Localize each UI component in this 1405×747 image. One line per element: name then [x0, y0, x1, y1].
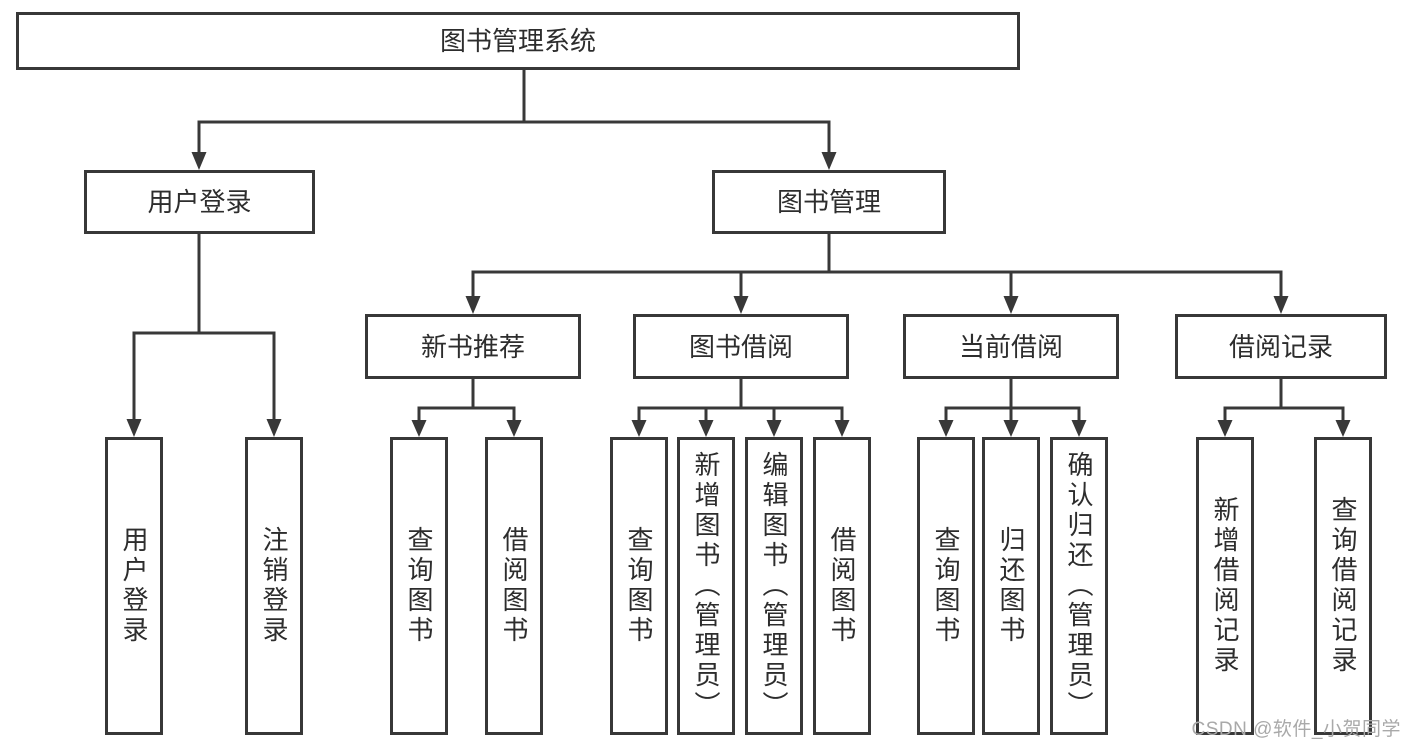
connector-book-borrow-to-leaves: [631, 378, 850, 437]
leaf-recommend-borrow-books: 借阅图书: [485, 437, 543, 735]
node-root: 图书管理系统: [16, 12, 1020, 70]
leaf-borrow-edit-books-admin: 编辑图书（管理员）: [745, 437, 803, 735]
connector-root-to-level2: [191, 69, 837, 170]
node-new-book-recommend: 新书推荐: [365, 314, 581, 379]
leaf-borrow-query-books: 查询图书: [610, 437, 668, 735]
connector-borrow-records-to-leaves: [1217, 378, 1351, 437]
leaf-records-add-borrow-record: 新增借阅记录: [1196, 437, 1254, 735]
connector-current-borrow-to-leaves: [938, 378, 1087, 437]
node-current-borrow: 当前借阅: [903, 314, 1119, 379]
node-borrow-records: 借阅记录: [1175, 314, 1387, 379]
node-book-management: 图书管理: [712, 170, 946, 234]
leaf-current-query-books: 查询图书: [917, 437, 975, 735]
leaf-user-login: 用户登录: [105, 437, 163, 735]
node-user-login: 用户登录: [84, 170, 315, 234]
node-book-borrow: 图书借阅: [633, 314, 849, 379]
leaf-current-return-books: 归还图书: [982, 437, 1040, 735]
leaf-borrow-borrow-books: 借阅图书: [813, 437, 871, 735]
leaf-records-query-borrow-record: 查询借阅记录: [1314, 437, 1372, 735]
connector-user-login-to-leaves: [126, 233, 282, 437]
leaf-borrow-add-books-admin: 新增图书（管理员）: [677, 437, 735, 735]
leaf-current-confirm-return-admin: 确认归还（管理员）: [1050, 437, 1108, 735]
leaf-logout: 注销登录: [245, 437, 303, 735]
csdn-watermark: CSDN @软件_小贺同学: [1191, 719, 1401, 740]
leaf-recommend-query-books: 查询图书: [390, 437, 448, 735]
connector-book-management-to-level3: [465, 233, 1289, 314]
connector-new-book-recommend-to-leaves: [411, 378, 522, 437]
